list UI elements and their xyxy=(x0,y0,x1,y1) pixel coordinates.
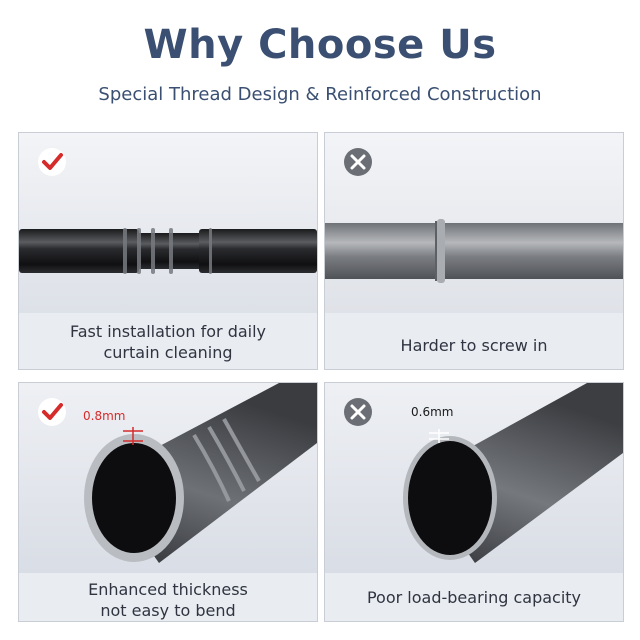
panel-caption: Enhanced thickness not easy to bend xyxy=(88,580,248,620)
panel-thread-bad: Harder to screw in xyxy=(324,132,624,370)
page-subtitle: Special Thread Design & Reinforced Const… xyxy=(98,84,542,105)
check-icon xyxy=(38,398,66,426)
thick-tube-image xyxy=(19,383,317,573)
measure-label: 0.8mm xyxy=(83,409,126,423)
panel-caption: Fast installation for daily curtain clea… xyxy=(69,322,267,362)
threaded-rod-image xyxy=(19,133,317,313)
plain-rod-image xyxy=(325,133,623,313)
check-icon xyxy=(38,148,66,176)
panel-caption: Harder to screw in xyxy=(400,336,548,355)
panel-thickness-bad: 0.6mm Poor load-bearing capacity xyxy=(324,382,624,622)
page-title: Why Choose Us xyxy=(143,22,497,68)
thin-tube-image xyxy=(325,383,623,573)
panel-thickness-good: 0.8mm Enhanced thickness not easy to ben… xyxy=(18,382,318,622)
x-icon xyxy=(344,148,372,176)
panel-thread-good: Fast installation for daily curtain clea… xyxy=(18,132,318,370)
panel-caption: Poor load-bearing capacity xyxy=(366,588,582,607)
x-icon xyxy=(344,398,372,426)
measure-label: 0.6mm xyxy=(411,405,454,419)
